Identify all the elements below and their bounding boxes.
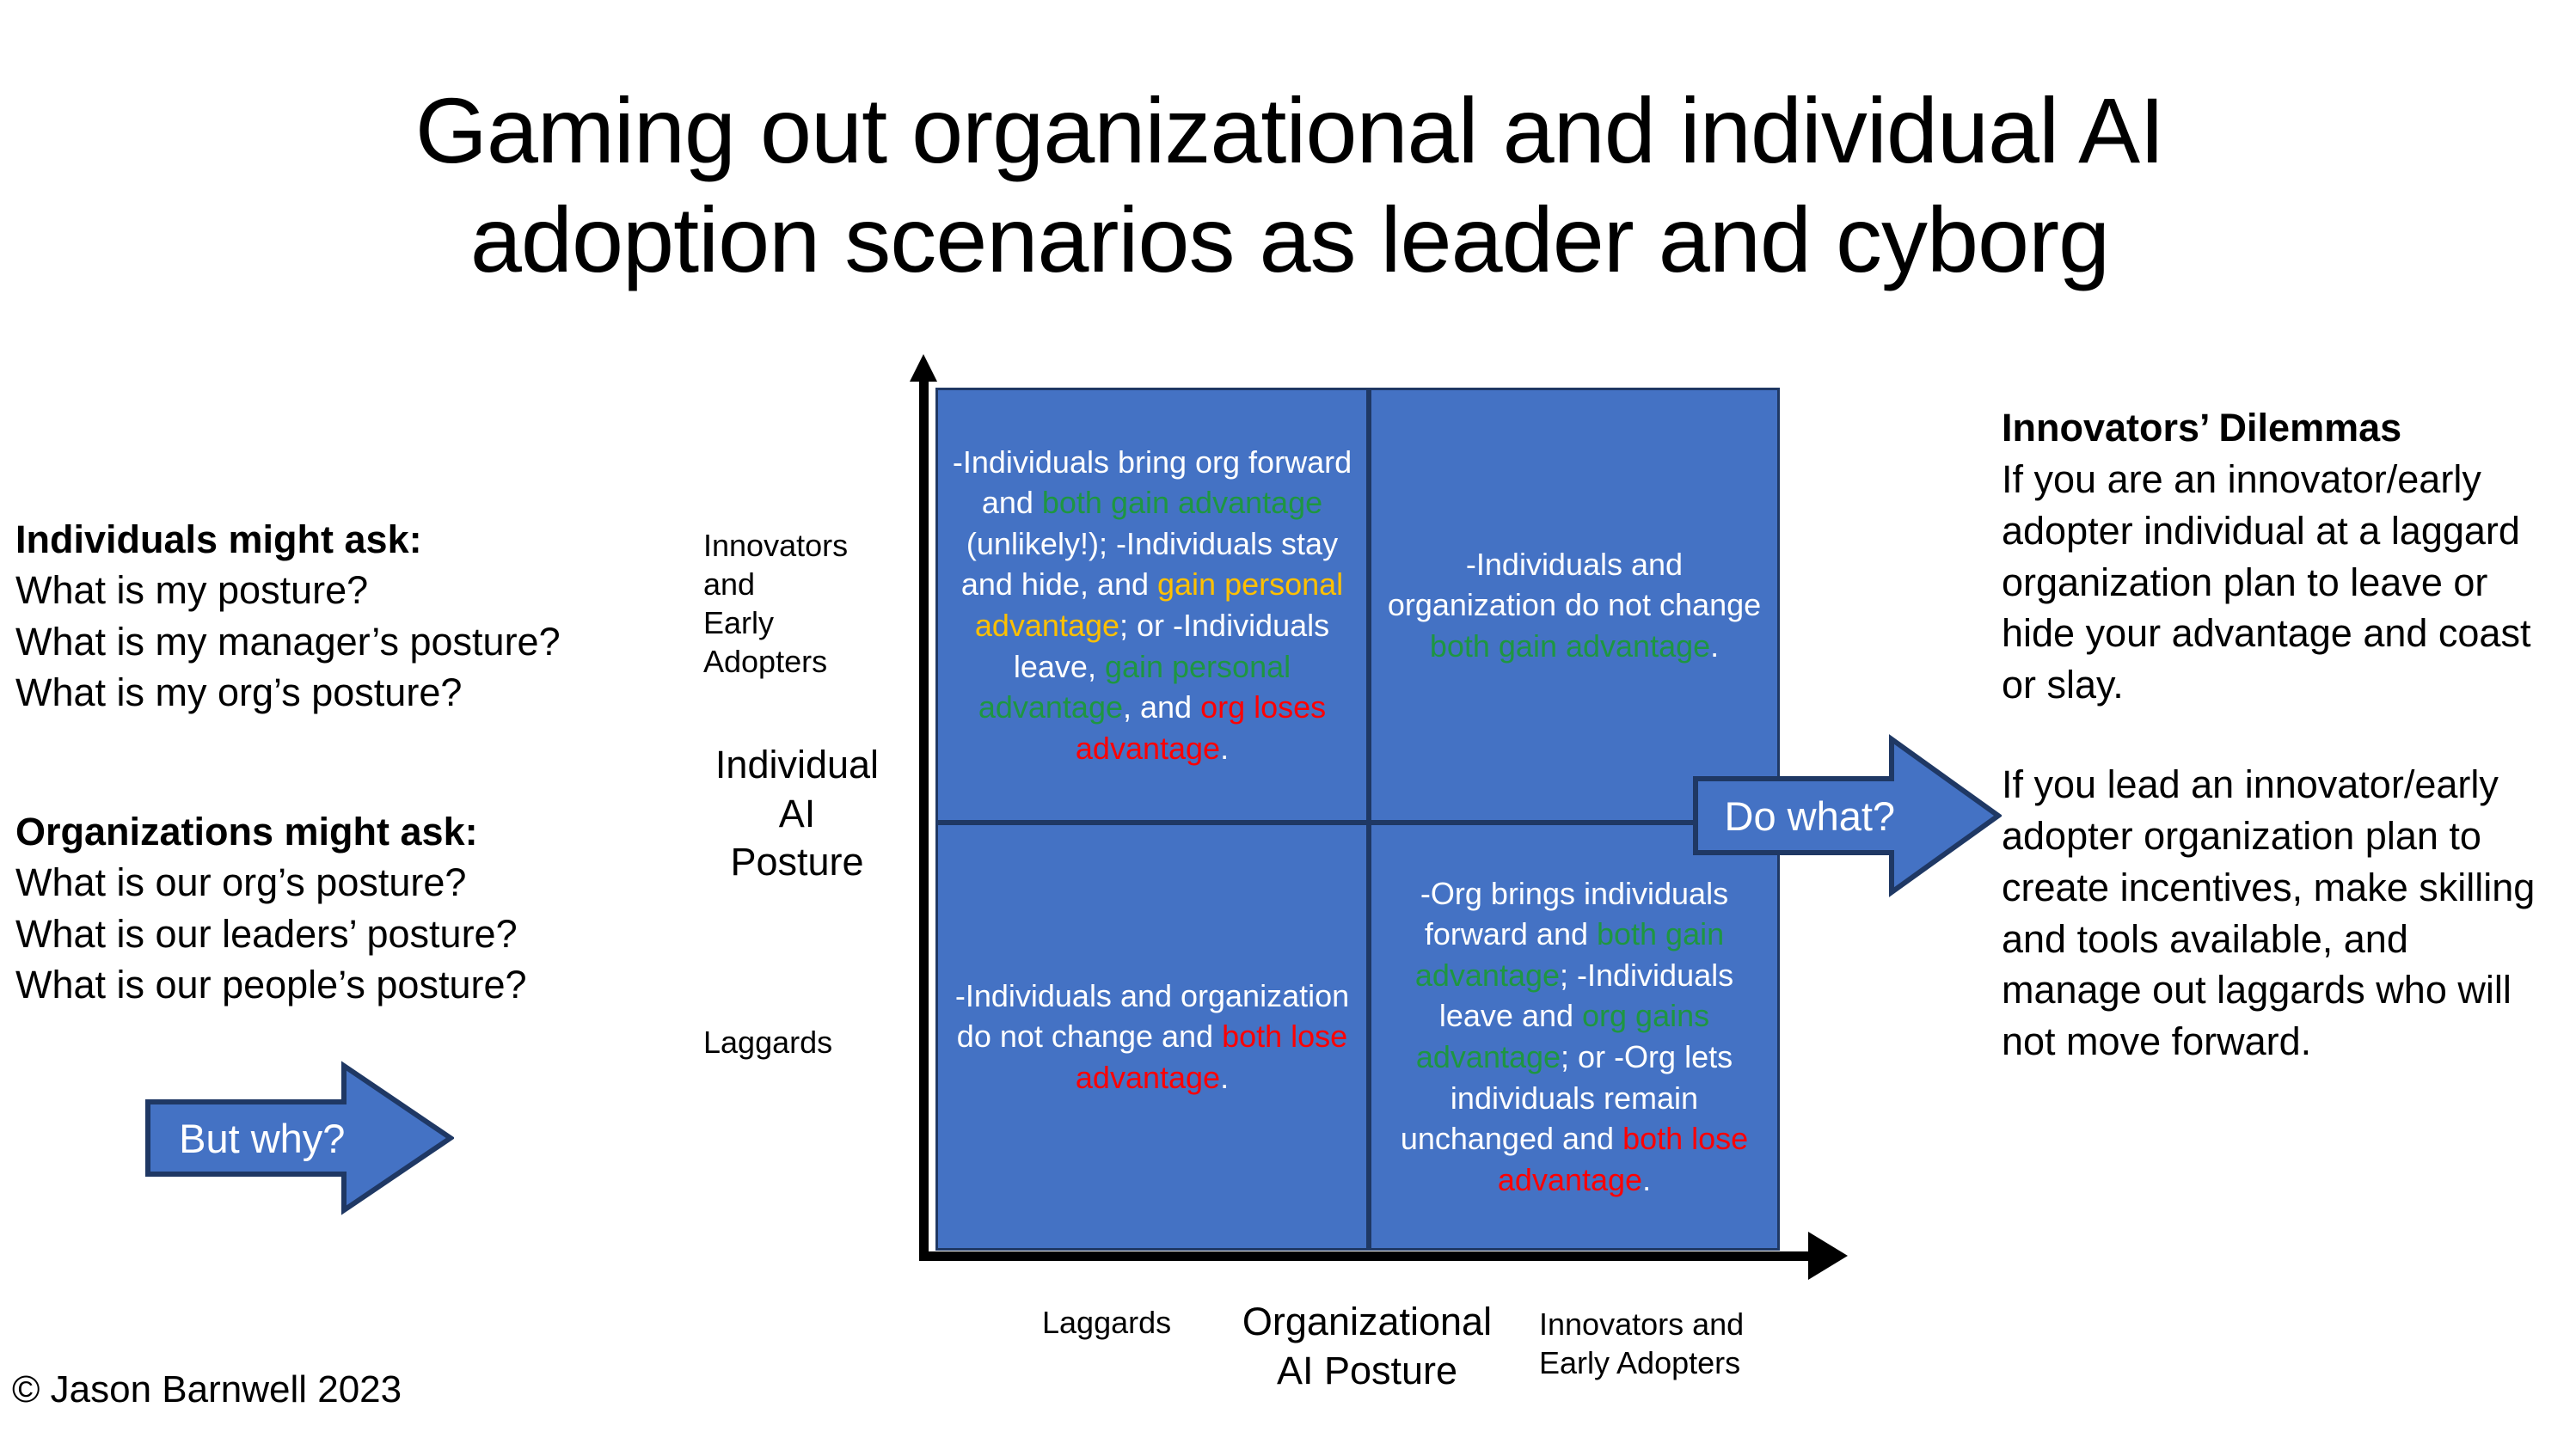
organizations-question-3: What is our people’s posture?	[15, 963, 527, 1007]
x-axis-tick-left: Laggards	[1042, 1305, 1172, 1340]
organizations-questions-heading: Organizations might ask:	[15, 810, 478, 854]
y-axis-title: Individual AI Posture	[715, 743, 880, 884]
quadrant-bottom-left: -Individuals and organization do not cha…	[935, 823, 1369, 1251]
quadrant-top-right-text: -Individuals and organization do not cha…	[1387, 546, 1762, 664]
innovators-dilemmas-paragraph-2: If you lead an innovator/early adopter o…	[2002, 762, 2536, 1064]
copyright-notice: © Jason Barnwell 2023	[12, 1368, 402, 1410]
individuals-questions-block: Individuals might ask: What is my postur…	[15, 514, 703, 719]
quadrant-bottom-right: -Org brings individuals forward and both…	[1369, 823, 1780, 1251]
paragraph-spacer	[2002, 711, 2552, 759]
organizations-question-2: What is our leaders’ posture?	[15, 911, 518, 956]
page-title: Gaming out organizational and individual…	[414, 78, 2165, 292]
quadrant-top-left-text: -Individuals bring org forward and both …	[952, 444, 1352, 766]
do-what-arrow: Do what?	[1692, 734, 2002, 897]
individuals-question-2: What is my manager’s posture?	[15, 619, 561, 664]
x-axis-arrowhead-icon	[1808, 1232, 1848, 1280]
innovators-dilemmas-paragraph-1: If you are an innovator/early adopter in…	[2002, 456, 2531, 707]
but-why-arrow: But why?	[144, 1061, 454, 1215]
quadrant-bottom-left-text: -Individuals and organization do not cha…	[954, 977, 1350, 1095]
quadrant-bottom-right-text: -Org brings individuals forward and both…	[1400, 875, 1749, 1197]
right-arrow-icon	[145, 1061, 454, 1215]
organizations-questions-block: Organizations might ask: What is our org…	[15, 806, 703, 1011]
individuals-questions-heading: Individuals might ask:	[15, 517, 422, 561]
quadrant-top-right: -Individuals and organization do not cha…	[1369, 388, 1780, 823]
two-by-two-matrix: -Individuals bring org forward and both …	[935, 388, 1780, 1251]
x-axis-line	[919, 1251, 1813, 1261]
organizations-question-1: What is our org’s posture?	[15, 860, 467, 905]
innovators-dilemmas-block: Innovators’ Dilemmas If you are an innov…	[2002, 402, 2552, 1068]
x-axis-tick-right: Innovators and Early Adopters	[1539, 1306, 1745, 1380]
y-axis-tick-top: Innovators and Early Adopters	[703, 528, 849, 679]
x-axis-title: Organizational AI Posture	[1242, 1300, 1493, 1392]
right-arrow-icon	[1693, 734, 2002, 897]
y-axis-line	[919, 376, 929, 1261]
y-axis-tick-bottom: Laggards	[703, 1025, 833, 1060]
individuals-question-1: What is my posture?	[15, 568, 369, 613]
quadrant-top-left: -Individuals bring org forward and both …	[935, 388, 1369, 823]
innovators-dilemmas-heading: Innovators’ Dilemmas	[2002, 406, 2402, 450]
individuals-question-3: What is my org’s posture?	[15, 670, 463, 715]
